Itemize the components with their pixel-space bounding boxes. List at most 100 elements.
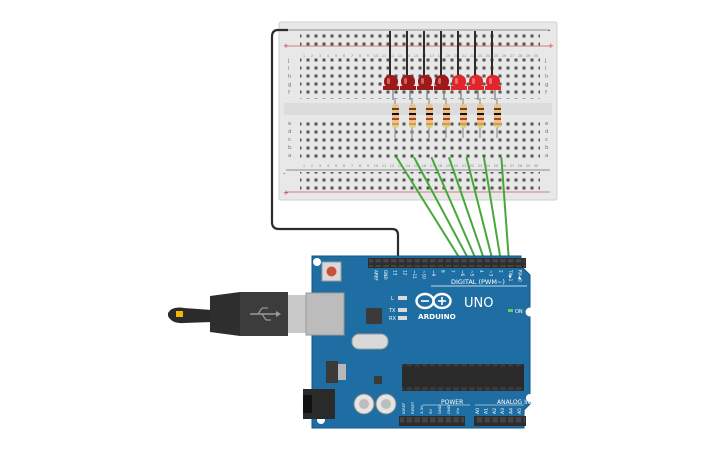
column-number: 15	[414, 54, 419, 58]
column-number: 8	[359, 54, 362, 58]
analog-pin-label: A4	[509, 408, 515, 414]
digital-pin-label: ~5	[470, 270, 475, 277]
row-letter: f	[545, 90, 548, 96]
usb-cable[interactable]	[168, 292, 345, 336]
rail-plus-label-right: +	[548, 42, 554, 50]
column-number: 25	[494, 164, 499, 168]
led[interactable]	[451, 75, 467, 90]
column-number: 20	[454, 164, 459, 168]
led[interactable]	[400, 75, 416, 90]
capacitor-top	[359, 399, 369, 409]
resistor-band	[477, 118, 484, 120]
power-pin-label: RESET	[410, 401, 415, 414]
led-rim	[451, 86, 467, 90]
signal-wire[interactable]	[465, 157, 494, 263]
row-letter: g	[288, 82, 292, 88]
led-highlight	[489, 78, 492, 84]
resistor-band	[426, 113, 433, 115]
led[interactable]	[417, 75, 433, 90]
column-number: 14	[406, 54, 411, 58]
digital-pin-label: 4	[479, 270, 484, 273]
power-pin-label: Vin	[455, 407, 460, 414]
column-number: 14	[406, 164, 411, 168]
led[interactable]	[434, 75, 450, 90]
column-number: 13	[398, 164, 403, 168]
signal-wire[interactable]	[483, 157, 502, 263]
column-number: 12	[390, 54, 395, 58]
led[interactable]	[468, 75, 484, 90]
analog-label: ANALOG IN	[497, 399, 530, 406]
column-number: 13	[398, 54, 403, 58]
column-number: 21	[462, 54, 467, 58]
led-body	[401, 75, 415, 88]
resistor-band	[460, 108, 467, 110]
capacitor-top	[381, 399, 391, 409]
signal-wire[interactable]	[413, 157, 471, 263]
analog-pin-label: A5	[517, 408, 523, 414]
led-rim	[434, 86, 450, 90]
row-letter: j	[287, 58, 290, 64]
row-letter: a	[288, 153, 291, 159]
row-letter: d	[545, 129, 549, 135]
digital-label: DIGITAL (PWM~)	[451, 278, 505, 286]
signal-wire[interactable]	[500, 157, 510, 263]
resistor[interactable]	[494, 98, 501, 138]
row-letter: f	[288, 90, 291, 96]
row-letter: b	[545, 145, 549, 151]
led-rim	[468, 86, 484, 90]
resistor-band	[477, 108, 484, 110]
led-rim	[400, 86, 416, 90]
atmega-pins-top	[402, 364, 524, 368]
crystal	[351, 333, 389, 350]
led[interactable]	[383, 75, 399, 90]
usb-icon	[250, 307, 281, 321]
resistor-band	[494, 108, 501, 110]
resistor[interactable]	[426, 98, 433, 138]
led-body	[486, 75, 500, 88]
mount-hole	[526, 394, 534, 402]
led-body	[418, 75, 432, 88]
resistor[interactable]	[460, 98, 467, 138]
row-letter: h	[545, 74, 549, 80]
resistor-band	[477, 113, 484, 115]
column-number: 11	[382, 164, 387, 168]
signal-wire[interactable]	[396, 157, 463, 263]
resistor-band	[443, 113, 450, 115]
reset-button-cap[interactable]	[326, 266, 337, 277]
resistor[interactable]	[392, 98, 399, 138]
signal-wire[interactable]	[430, 157, 478, 263]
led[interactable]	[485, 75, 501, 90]
column-number: 17	[430, 164, 435, 168]
led-body	[469, 75, 483, 88]
column-number: 5	[335, 54, 337, 58]
rail-minus-label-bottom: -	[283, 170, 286, 178]
row-letter: b	[288, 145, 292, 151]
power-header-pins	[400, 417, 464, 425]
rail-holes-top-1	[300, 32, 540, 41]
resistor[interactable]	[477, 98, 484, 138]
on-label: ON	[515, 309, 523, 315]
resistor[interactable]	[409, 98, 416, 138]
column-number: 19	[446, 54, 451, 58]
digital-pin-label: ~11	[412, 270, 417, 279]
mount-hole	[313, 258, 321, 266]
led-rim	[383, 86, 399, 90]
digital-pin-label: ~10	[422, 270, 427, 279]
column-number: 2	[311, 164, 313, 168]
column-number: 12	[390, 164, 395, 168]
signal-wire[interactable]	[448, 157, 486, 263]
digital-pin-label: 12	[402, 270, 407, 276]
regulator-tab	[338, 364, 346, 380]
led-rim	[417, 86, 433, 90]
led-body	[384, 75, 398, 88]
column-number: 28	[518, 54, 523, 58]
resistor[interactable]	[443, 98, 450, 138]
column-number: 7	[351, 54, 353, 58]
gnd-wire[interactable]	[270, 28, 400, 262]
resistor-band	[494, 118, 501, 120]
center-channel	[284, 103, 552, 115]
column-number: 22	[470, 164, 475, 168]
